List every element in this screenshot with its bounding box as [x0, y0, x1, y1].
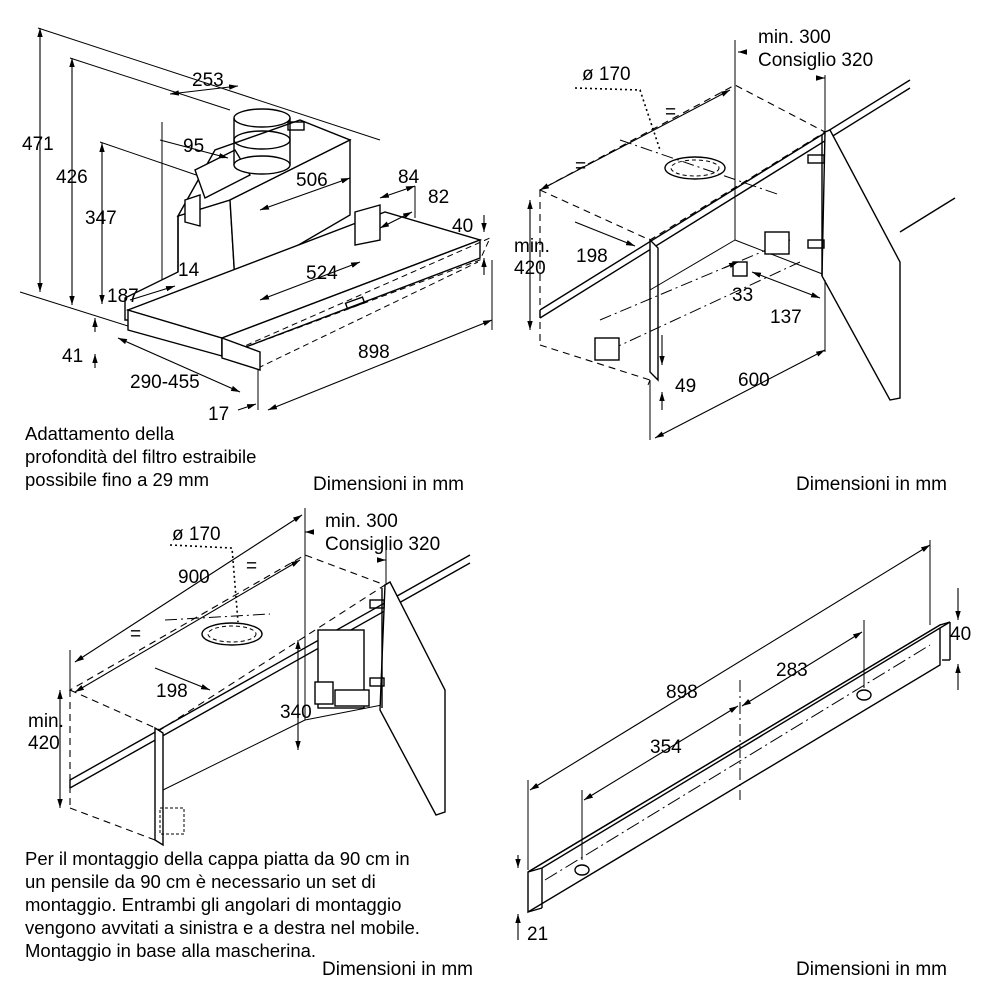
dim-524: 524	[306, 263, 338, 284]
caption-dimensions: Dimensioni in mm	[796, 474, 947, 495]
dim-198: 198	[576, 246, 608, 267]
dim-min: min.	[28, 711, 64, 732]
note-line: un pensile da 90 cm è necessario un set …	[25, 871, 376, 892]
dim-198: 198	[156, 681, 188, 702]
note-line: Adattamento della	[25, 423, 175, 444]
dim-diameter-170: ø 170	[582, 64, 631, 85]
dim-14: 14	[178, 260, 200, 281]
dim-253: 253	[192, 70, 224, 91]
dim-equal: =	[130, 624, 141, 645]
dim-420: 420	[514, 258, 546, 279]
dim-40: 40	[452, 216, 473, 237]
dim-40: 40	[950, 624, 971, 645]
diameter-leader	[574, 87, 661, 151]
cabinet-90-note: Per il montaggio della cappa piatta da 9…	[25, 848, 420, 961]
caption-dimensions: Dimensioni in mm	[796, 959, 947, 980]
note-line: vengono avvitati a sinistra e a destra n…	[25, 917, 420, 938]
dim-898: 898	[358, 342, 390, 363]
dim-426: 426	[56, 167, 88, 188]
front-panel-view	[515, 540, 961, 940]
note-line: possibile fino a 29 mm	[25, 469, 209, 490]
diameter-leader	[169, 544, 239, 623]
dim-600: 600	[738, 370, 770, 391]
cabinet-90-labels: ø 170 min. 300 Consiglio 320 900 = = 198…	[28, 511, 440, 754]
dim-49: 49	[675, 376, 696, 397]
dim-min-300: min. 300	[325, 511, 398, 532]
dim-84: 84	[398, 167, 420, 188]
dim-506: 506	[296, 170, 328, 191]
note-line: montaggio. Entrambi gli angolari di mont…	[25, 894, 401, 915]
dim-min-300: min. 300	[758, 27, 831, 48]
note-line: Montaggio in base alla mascherina.	[25, 940, 316, 961]
dim-diameter-170: ø 170	[172, 524, 221, 545]
dim-consiglio-320: Consiglio 320	[758, 50, 873, 71]
hood-isometric-view	[19, 27, 493, 411]
dim-consiglio-320: Consiglio 320	[325, 534, 440, 555]
dim-354: 354	[650, 737, 682, 758]
dim-898: 898	[666, 682, 698, 703]
dim-41: 41	[62, 346, 83, 367]
dim-340: 340	[280, 702, 312, 723]
note-line: Per il montaggio della cappa piatta da 9…	[25, 848, 410, 869]
dim-290-455: 290-455	[130, 372, 200, 393]
dim-min: min.	[514, 236, 550, 257]
dim-equal: =	[575, 156, 586, 177]
cabinet-60-labels: ø 170 min. 300 Consiglio 320 = = 198 min…	[514, 27, 873, 397]
dim-137: 137	[770, 307, 802, 328]
caption-dimensions: Dimensioni in mm	[322, 959, 473, 980]
dim-283: 283	[776, 660, 808, 681]
dim-33: 33	[732, 285, 753, 306]
dim-420: 420	[28, 733, 60, 754]
dim-95: 95	[183, 136, 204, 157]
dim-347: 347	[85, 208, 117, 229]
note-line: profondità del filtro estraibile	[25, 446, 256, 467]
dim-471: 471	[22, 134, 54, 155]
dim-82: 82	[428, 187, 449, 208]
front-panel-labels: 40 283 898 354 21	[527, 624, 971, 945]
dim-900: 900	[178, 567, 210, 588]
dim-equal: =	[665, 102, 676, 123]
dim-187: 187	[107, 286, 139, 307]
cabinet-90-view	[57, 508, 471, 847]
dim-17: 17	[208, 404, 229, 425]
dim-equal: =	[246, 556, 257, 577]
cabinet-60-view	[527, 40, 956, 440]
caption-dimensions: Dimensioni in mm	[313, 474, 464, 495]
dim-21: 21	[527, 924, 548, 945]
hood-note: Adattamento della profondità del filtro …	[25, 423, 256, 490]
hood-dimension-labels: 471 426 347 253 95 506 84 82 40 524 14 1…	[22, 70, 473, 425]
